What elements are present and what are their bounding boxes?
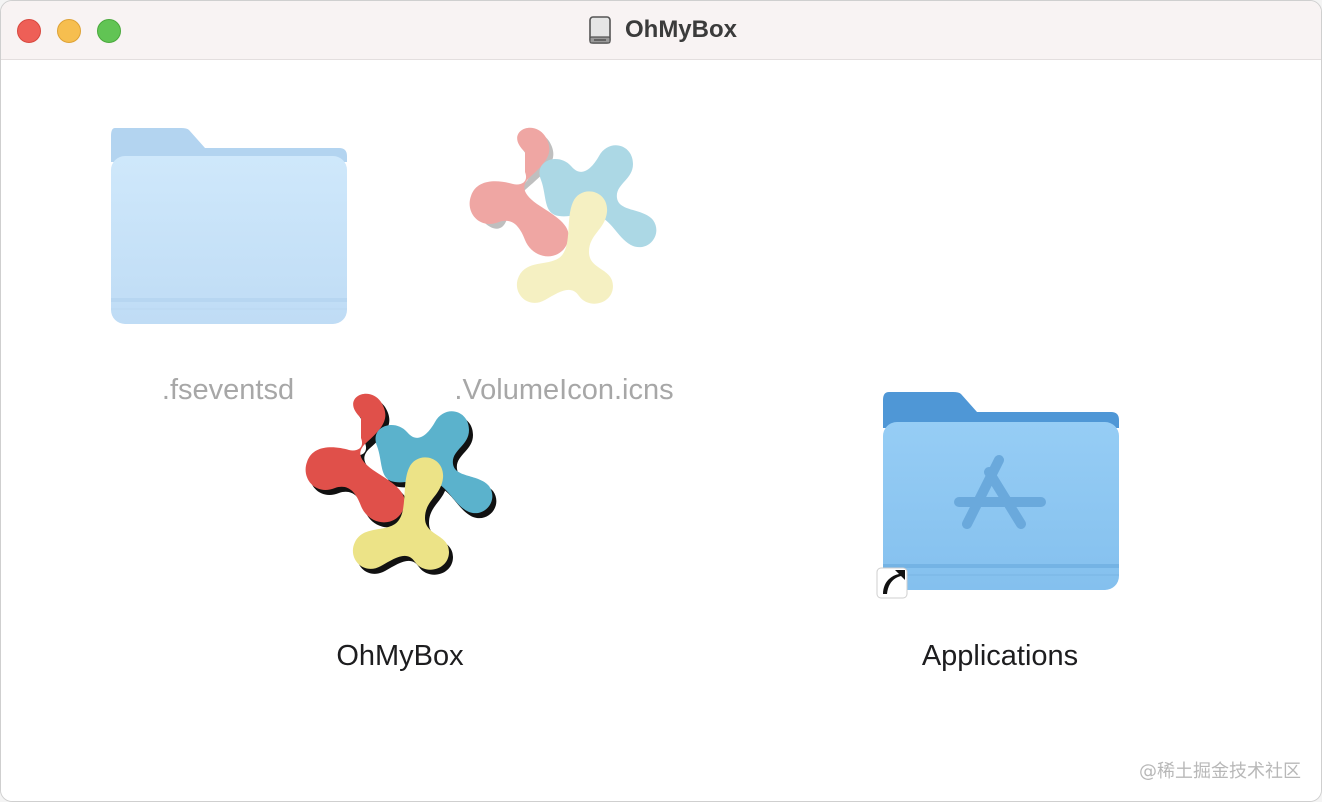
fseventsd-item[interactable] <box>105 122 353 330</box>
applications-label: Applications <box>921 640 1079 672</box>
app-logo-icon <box>469 127 657 304</box>
finder-content: .fseventsd .VolumeIcon.icns <box>1 60 1321 801</box>
close-button[interactable] <box>17 19 41 43</box>
applications-item[interactable] <box>871 388 1127 616</box>
watermark-text: @稀土掘金技术社区 <box>1139 761 1301 782</box>
ohmybox-item[interactable] <box>299 388 505 582</box>
fseventsd-label: .fseventsd <box>161 374 295 406</box>
drive-icon <box>589 16 611 44</box>
minimize-button[interactable] <box>57 19 81 43</box>
volumeicon-item[interactable] <box>463 122 669 312</box>
zoom-button[interactable] <box>97 19 121 43</box>
app-logo-icon <box>305 393 497 575</box>
window-title: OhMyBox <box>624 16 737 43</box>
applications-folder-icon <box>876 392 1119 599</box>
title-bar[interactable]: OhMyBox <box>1 1 1321 60</box>
alias-arrow-icon <box>876 567 908 599</box>
volumeicon-label: .VolumeIcon.icns <box>454 374 674 406</box>
folder-icon <box>111 128 347 324</box>
ohmybox-label: OhMyBox <box>336 640 464 672</box>
